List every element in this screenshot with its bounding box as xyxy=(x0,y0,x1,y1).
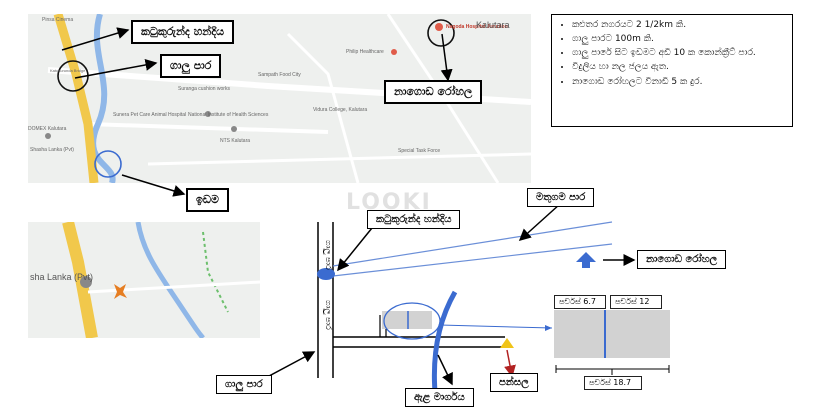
map-label-nts: NTS Kalutara xyxy=(220,138,251,144)
map-bottom-graphics xyxy=(62,222,260,338)
map-label-bridge: Katukurunda Bridge xyxy=(50,68,86,73)
info-list: කළුතර නගරයට 2 1/2km කි. ගාලු පාරට 100m ක… xyxy=(560,19,786,88)
hospital-arrow-icon xyxy=(576,252,596,268)
callout-nagoda-hospital-top: නාගොඩ රෝහල xyxy=(384,80,483,104)
map-label-lanka-bottom: sha Lanka (Pvt) xyxy=(30,272,94,282)
land-star-icon xyxy=(114,284,127,299)
map-label-task-force: Special Task Force xyxy=(398,148,441,154)
dimension-total: පර්චස් 18.7 xyxy=(584,376,642,390)
map-label-domex: DOMEX Kalutara xyxy=(28,126,67,132)
callout-mathugama-road: මතුගම පාර xyxy=(527,188,595,207)
callout-canal-road: ඇළ මාර්ගය xyxy=(405,388,474,407)
canal-path xyxy=(431,290,458,393)
junction-marker xyxy=(317,268,335,280)
map-label-lanka: Shasha Lanka (Pvt) xyxy=(30,147,74,153)
map-label-institute: National Institute of Health Sciences xyxy=(188,112,269,118)
map-label-cinema: Pinsa Cinema xyxy=(42,17,74,23)
plot-divider xyxy=(604,310,606,358)
info-item-3: ගාලු පාරේ සිට ඉඩමට අඩි 10 ක කොන්ක්‍රීට් … xyxy=(572,47,786,59)
vertical-road-label-upper: ගාලු පාර xyxy=(323,240,333,270)
map-label-suranga: Suranga cushion works xyxy=(178,86,230,92)
location-map-bottom[interactable]: sha Lanka (Pvt) xyxy=(28,222,260,338)
map-label-vidura: Vidura College, Kalutara xyxy=(313,107,368,113)
callout-galle-road-bottom: ගාලු පාර xyxy=(216,375,272,394)
callout-katukurunda-junction: කටුකුරුන්ද හන්දිය xyxy=(131,20,234,44)
map-label-kalutara: Kalutara xyxy=(476,20,510,30)
info-item-5: නාගොඩ රෝහලට විනාඩි 5 ක දුර. xyxy=(572,76,786,88)
map-label-sunera: Sunera Pet Care Animal Hospital xyxy=(113,112,187,118)
land-plot xyxy=(554,310,670,358)
land-plot-small xyxy=(382,311,432,329)
vertical-road-label-lower: ගාලු පාර xyxy=(323,300,333,330)
info-box: කළුතර නගරයට 2 1/2km කි. ගාලු පාරට 100m ක… xyxy=(551,14,793,127)
info-item-1: කළුතර නගරයට 2 1/2km කි. xyxy=(572,19,786,31)
temple-icon xyxy=(500,338,514,348)
map-label-hospital: Nagoda Hospital Junction xyxy=(446,24,508,30)
callout-nagoda-hospital-diagram: නාගොඩ රෝහල xyxy=(637,250,727,269)
callout-katukurunda-junction-diagram: කටුකුරුන්ද හන්දිය xyxy=(367,210,461,229)
map-label-philip: Philip Healthcare xyxy=(346,49,384,55)
callout-land: ඉඩම xyxy=(186,188,229,212)
map-label-sampath: Sampath Food City xyxy=(258,72,301,78)
dimension-left: පර්චස් 6.7 xyxy=(554,295,606,309)
info-item-2: ගාලු පාරට 100m කි. xyxy=(572,33,786,45)
callout-galle-road-top: ගාලු පාර xyxy=(160,54,222,78)
dimension-right: පර්චස් 12 xyxy=(610,295,662,309)
callout-temple: පන්සල xyxy=(490,373,538,392)
info-item-4: විදුලිය හා නල ජලය ඇත. xyxy=(572,61,786,73)
